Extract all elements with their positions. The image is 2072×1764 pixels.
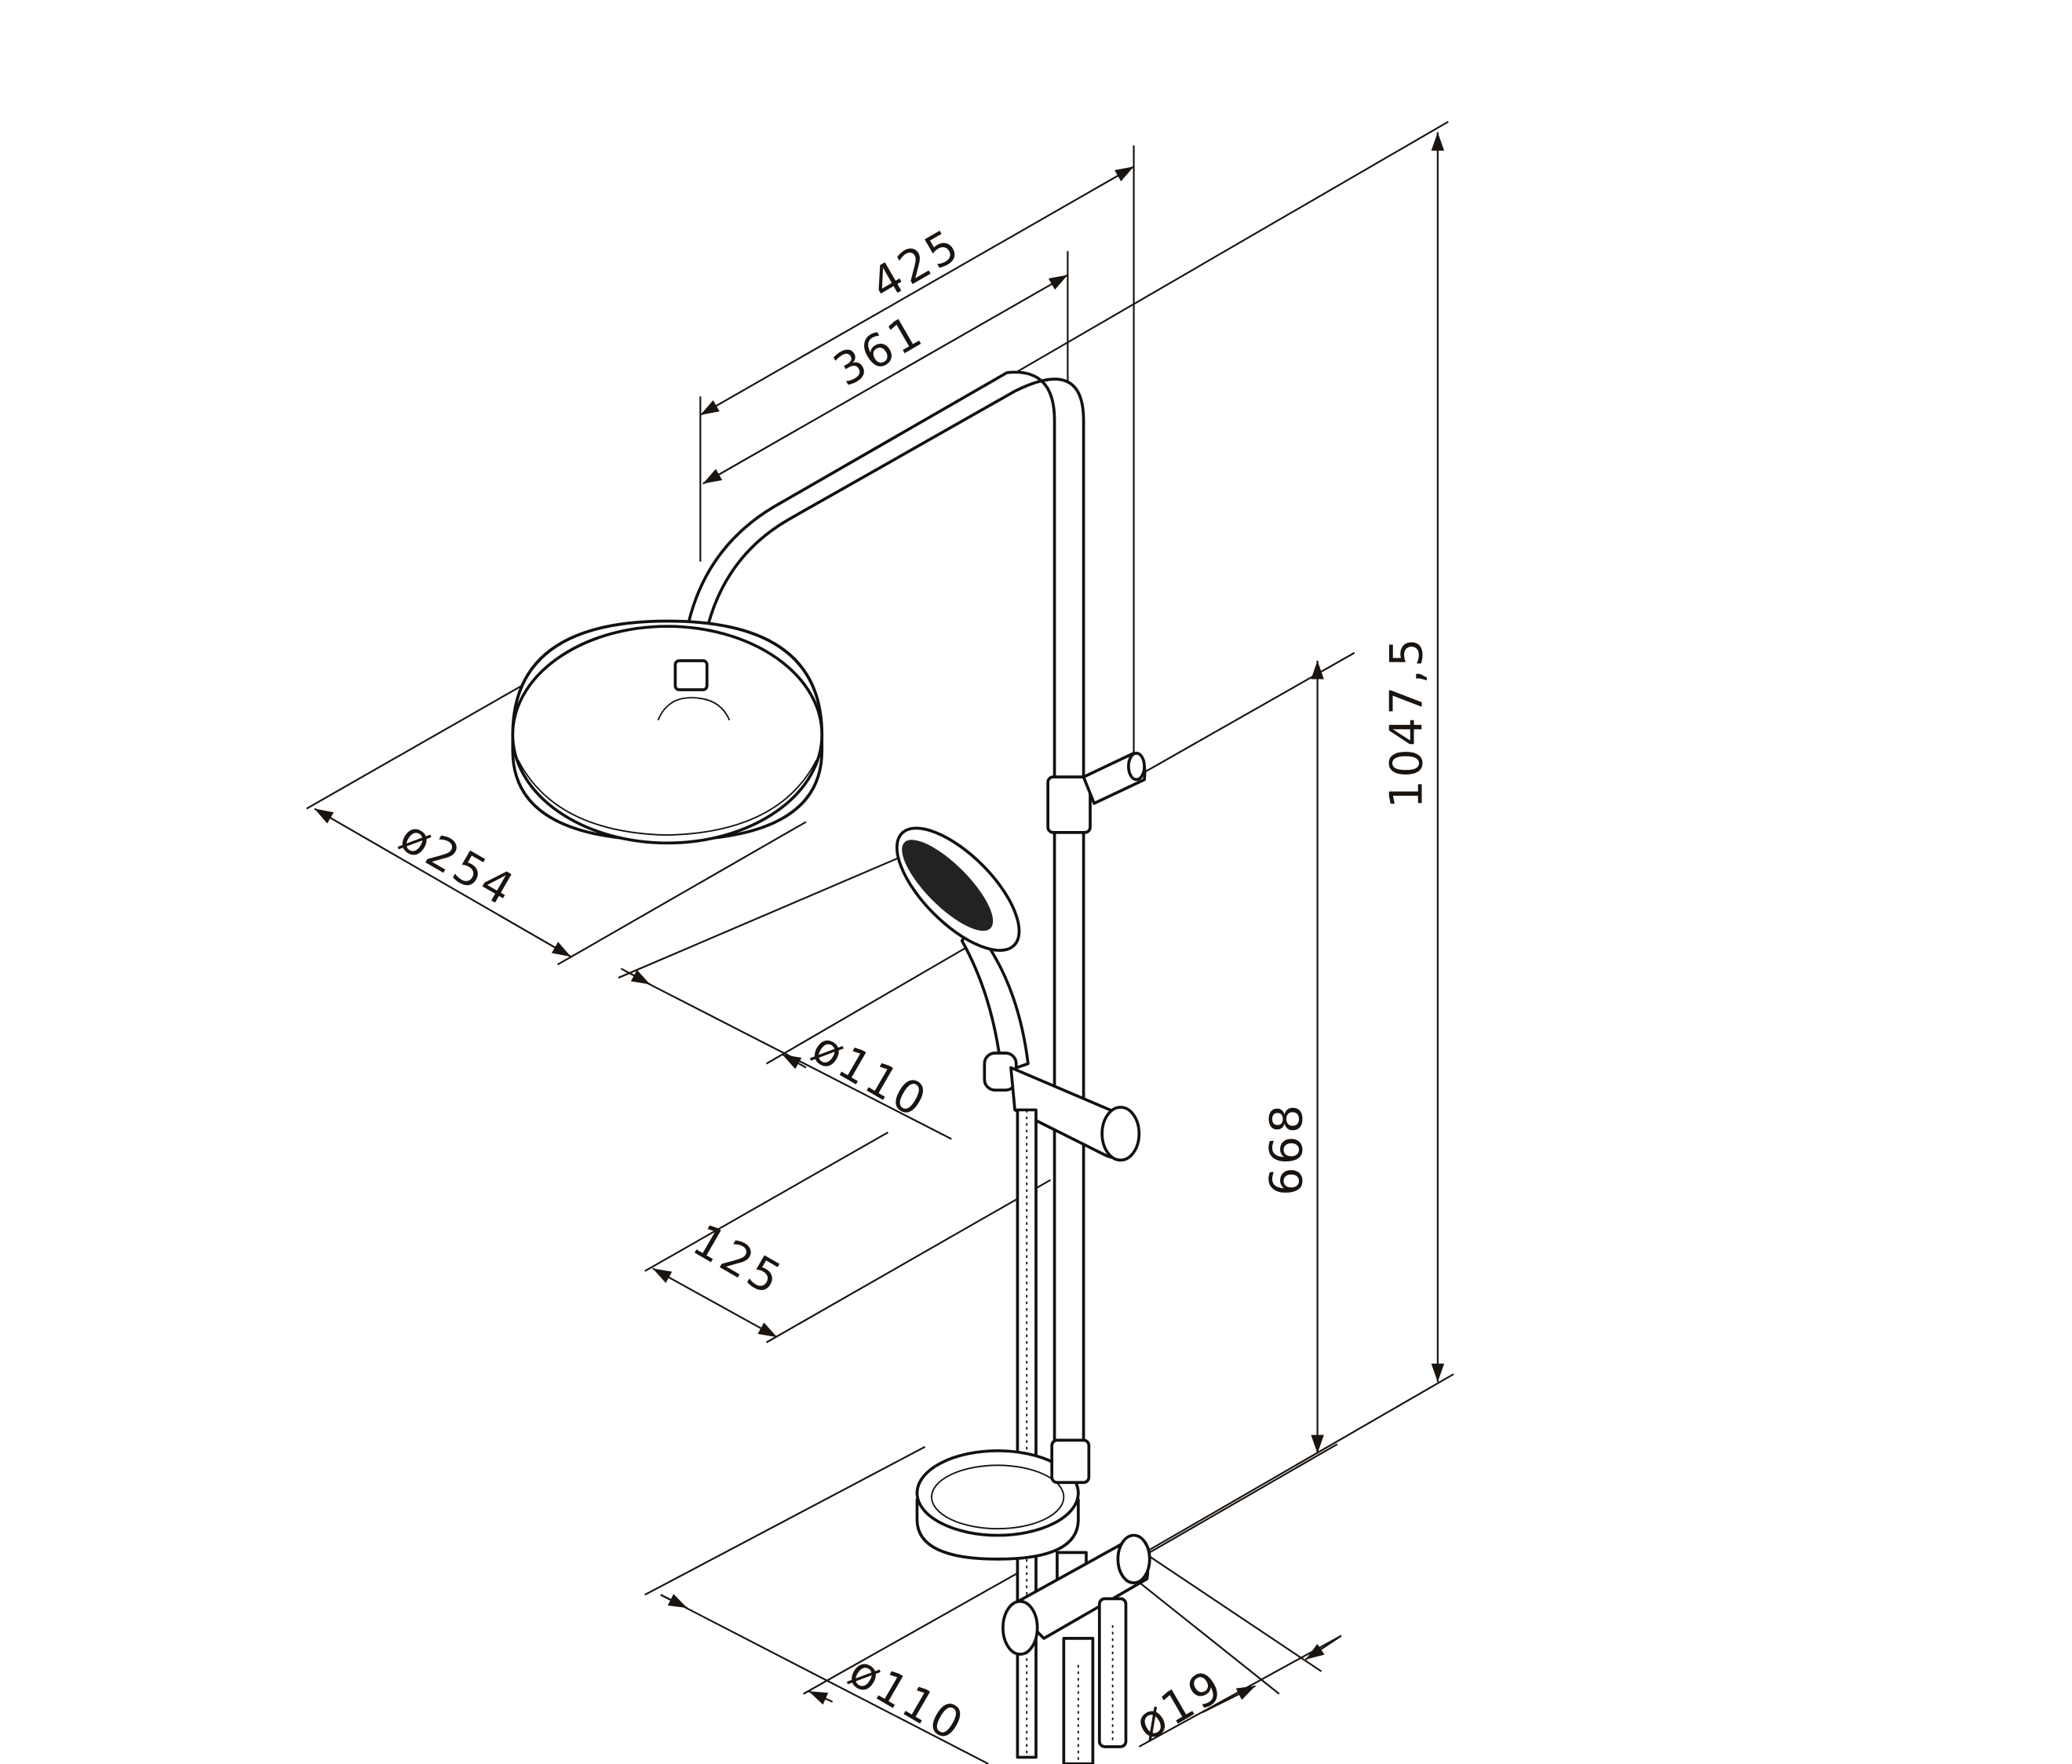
soap-dish xyxy=(915,1438,1091,1561)
dimension-line xyxy=(660,1594,989,1764)
extension-line xyxy=(1142,651,1355,774)
extension-line xyxy=(765,939,979,1065)
dimension-line xyxy=(314,807,571,958)
dimension-label-19: ø19 xyxy=(1126,1660,1232,1751)
dimension-668: 668 xyxy=(1142,651,1355,1554)
dimension-line xyxy=(702,274,1068,485)
arrow xyxy=(1304,1635,1342,1660)
arrow xyxy=(660,1594,688,1609)
extension-line xyxy=(1149,1443,1338,1554)
extension-line xyxy=(618,851,913,979)
hand-shower xyxy=(895,826,1030,1075)
extension-line xyxy=(1133,1545,1322,1672)
extension-line xyxy=(644,1132,888,1272)
extension-line xyxy=(306,680,530,810)
arrow xyxy=(808,1690,834,1705)
overhead-shower-head xyxy=(511,619,824,845)
hand-shower-holder xyxy=(983,1051,1141,1162)
arrow xyxy=(620,968,651,986)
dimension-label-125: 125 xyxy=(684,1215,791,1307)
dimension-label-254: ø254 xyxy=(391,811,524,917)
extension-line xyxy=(1096,1373,1454,1581)
extension-line xyxy=(644,1445,926,1596)
dimension-125: 125 xyxy=(644,1132,1052,1343)
dimension-label-110: ø110 xyxy=(803,1022,936,1128)
extension-line xyxy=(765,1179,1052,1343)
dimension-overall-height: 1047,5 xyxy=(746,121,1454,1581)
shower-hose xyxy=(1016,1108,1038,1759)
extension-line xyxy=(803,1565,1031,1695)
arrow xyxy=(1202,1685,1256,1714)
dimension-label-668: 668 xyxy=(1260,1102,1312,1196)
diverter-connector xyxy=(1001,1533,1151,1764)
dimension-line xyxy=(652,1267,778,1338)
dimension-label-soap-110: ø110 xyxy=(841,1646,974,1752)
arm-clamp xyxy=(1046,751,1147,834)
dimension-label-1047-5: 1047,5 xyxy=(1381,636,1433,808)
dimension-label-425: 425 xyxy=(863,219,969,311)
spray-face xyxy=(902,840,994,931)
arrow xyxy=(782,1053,807,1070)
extension-line xyxy=(556,821,807,966)
